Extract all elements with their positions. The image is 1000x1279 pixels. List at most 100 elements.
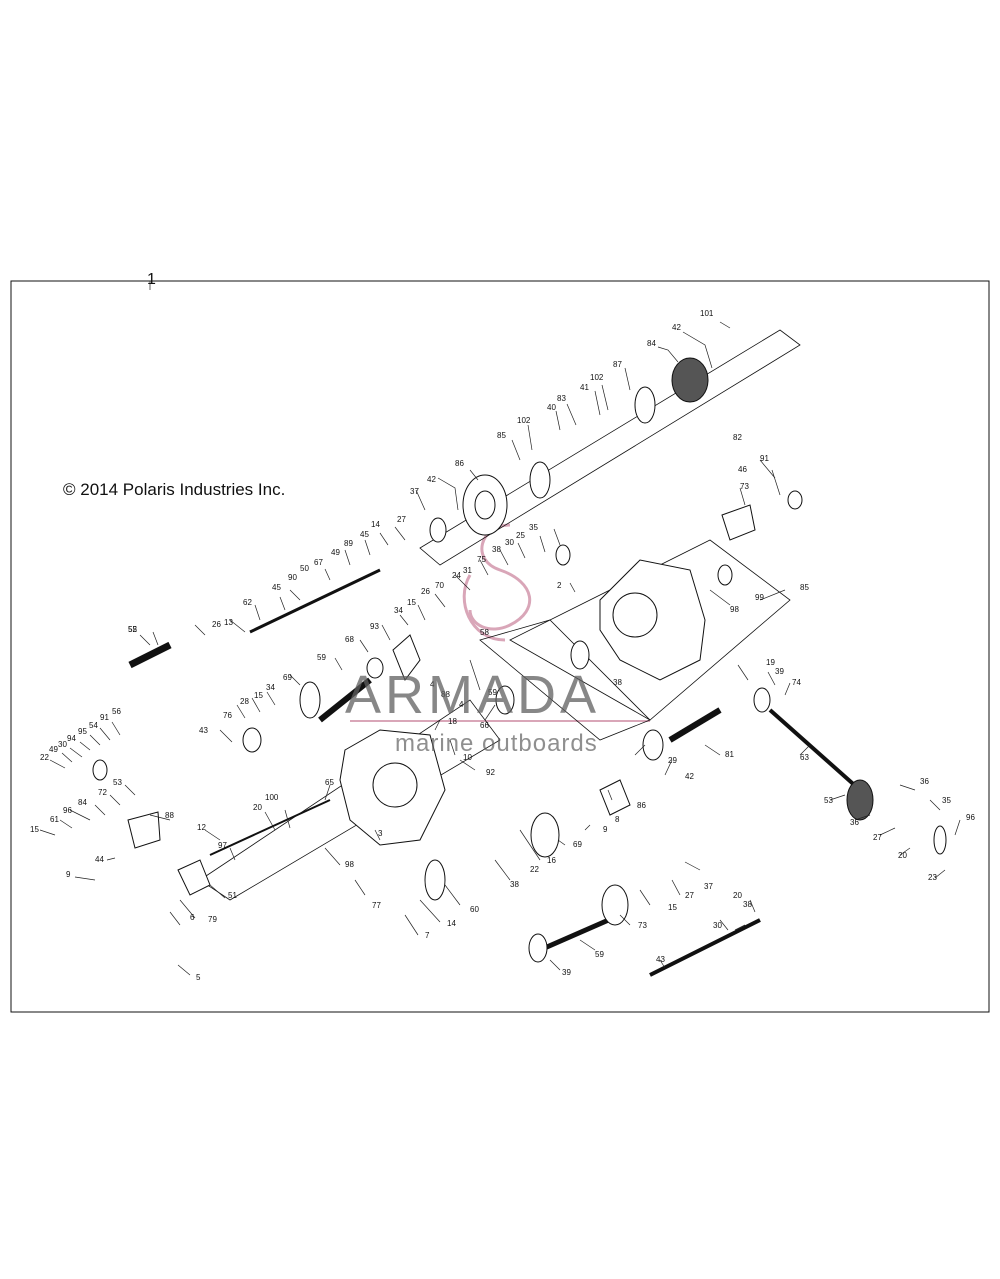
callout: 75 [477, 555, 486, 564]
callout: 41 [580, 383, 589, 392]
shafts [128, 568, 862, 977]
leader-lines [39, 321, 961, 976]
callout: 20 [253, 803, 262, 812]
belt-93 [392, 634, 421, 682]
bracket-78 [419, 329, 801, 566]
callout: 73 [638, 921, 647, 930]
callout: 97 [218, 841, 227, 850]
bracket-76 [721, 504, 756, 541]
callout: 27 [397, 515, 406, 524]
callout: 14 [371, 520, 380, 529]
callout: 15 [30, 825, 39, 834]
shaft-83 [668, 707, 722, 743]
cover-51 [177, 859, 211, 896]
callout: 20 [898, 851, 907, 860]
bracket-56 [479, 619, 651, 741]
seal-40 [642, 729, 664, 761]
output-shaft-61 [768, 708, 862, 792]
callout: 51 [228, 891, 237, 900]
callout: 46 [738, 465, 747, 474]
callout: 100 [265, 793, 279, 802]
callout: 2 [557, 581, 562, 590]
callout: 81 [725, 750, 734, 759]
callout: 35 [529, 523, 538, 532]
callout: 102 [590, 373, 604, 382]
callout: 39 [775, 667, 784, 676]
callout: 82 [733, 433, 742, 442]
diff-79 [671, 357, 709, 403]
callout: 42 [672, 323, 681, 332]
seal-37a [429, 517, 447, 543]
callout: 56 [112, 707, 121, 716]
hub-99 [933, 825, 947, 855]
callout: 28 [240, 697, 249, 706]
callout: 12 [197, 823, 206, 832]
disc-60 [424, 859, 446, 901]
callout: 23 [928, 873, 937, 882]
callout: 27 [873, 833, 882, 842]
callout: 59 [595, 950, 604, 959]
rod-65 [209, 799, 331, 856]
callout: 58 [480, 628, 489, 637]
callout: 15 [254, 691, 263, 700]
watermark-brand: ARMADA [345, 665, 601, 725]
callout: 54 [89, 721, 98, 730]
callout: 72 [98, 788, 107, 797]
callout: 38 [492, 545, 501, 554]
callout-labels: 101 42 84 87 102 41 83 40 102 85 82 86 4… [30, 309, 975, 982]
callout: 40 [547, 403, 556, 412]
callout: 25 [516, 531, 525, 540]
callout: 38 [510, 880, 519, 889]
callout: 76 [223, 711, 232, 720]
callout: 74 [792, 678, 801, 687]
gear-81 [634, 386, 656, 424]
callout: 91 [760, 454, 769, 463]
callout: 15 [407, 598, 416, 607]
callout: 38 [743, 900, 752, 909]
callout: 8 [615, 815, 620, 824]
callout: 91 [100, 713, 109, 722]
callout: 31 [463, 566, 472, 575]
callout: 93 [370, 622, 379, 631]
shift-rail-64 [249, 568, 381, 634]
callout: 4 [430, 680, 435, 689]
callout: 26 [421, 587, 430, 596]
callout: 65 [325, 778, 334, 787]
shaft-59 [318, 677, 372, 723]
callout: 5 [196, 973, 201, 982]
callout: 9 [603, 825, 608, 834]
disc-67 [366, 657, 384, 679]
callout: 18 [448, 717, 457, 726]
callout: 49 [49, 745, 58, 754]
callout: 42 [427, 475, 436, 484]
callout: 88 [441, 690, 450, 699]
callout: 55 [128, 625, 137, 634]
callout: 30 [713, 921, 722, 930]
callout: 73 [740, 482, 749, 491]
gear-96 [92, 759, 108, 781]
callout: 86 [637, 801, 646, 810]
callout: 84 [647, 339, 656, 348]
hub-50 [846, 779, 874, 821]
seal-36 [555, 544, 571, 566]
callout: 99 [755, 593, 764, 602]
callout: 13 [224, 618, 233, 627]
callout: 36 [920, 777, 929, 786]
seal-72 [753, 687, 771, 713]
callout: 87 [613, 360, 622, 369]
shaft-52 [128, 641, 172, 669]
callout: 70 [435, 581, 444, 590]
callout: 53 [824, 796, 833, 805]
callout: 30 [58, 740, 67, 749]
hub-94 [787, 490, 803, 510]
callout: 53 [113, 778, 122, 787]
bracket-91 [127, 811, 161, 849]
diagram-frame [10, 280, 990, 1013]
callout: 62 [243, 598, 252, 607]
callout: 68 [345, 635, 354, 644]
callout: 90 [288, 573, 297, 582]
callout: 15 [668, 903, 677, 912]
callout: 59 [488, 688, 497, 697]
callout: 34 [266, 683, 275, 692]
